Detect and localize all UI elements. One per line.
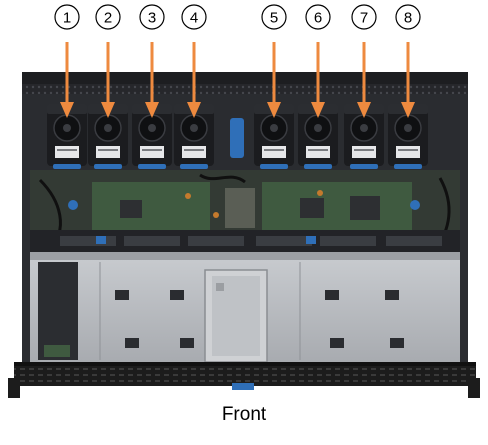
callout-circle (54, 4, 80, 30)
callout-number: 4 (190, 10, 198, 27)
callout-arrow-head (357, 102, 371, 118)
fan-callout-7: 7 (351, 4, 377, 118)
callout-number: 6 (314, 10, 322, 27)
callout-number: 7 (360, 10, 368, 27)
fan-module-1[interactable] (47, 104, 87, 169)
callout-arrow-head (60, 102, 74, 118)
front-caption: Front (221, 404, 267, 425)
drive-connectors (30, 230, 460, 252)
fan-module-4[interactable] (174, 104, 214, 169)
fan-callouts: 1 2 3 4 5 6 7 8 (54, 4, 421, 118)
callout-arrow-head (267, 102, 281, 118)
fan-bay-latch[interactable] (230, 118, 244, 158)
callout-arrow-head (311, 102, 325, 118)
drive-bays (30, 252, 460, 363)
callout-circle (95, 4, 121, 30)
callout-circle (261, 4, 287, 30)
fan-callout-8: 8 (395, 4, 421, 118)
callout-number: 2 (104, 10, 112, 27)
fan-callout-6: 6 (305, 4, 331, 118)
front-bezel (8, 362, 480, 398)
callout-circle (305, 4, 331, 30)
callout-circle (181, 4, 207, 30)
callout-number: 5 (270, 10, 278, 27)
callout-circle (351, 4, 377, 30)
fan-module-6[interactable] (298, 104, 338, 169)
callout-circle (395, 4, 421, 30)
callout-arrow-head (187, 102, 201, 118)
callout-number: 3 (148, 10, 156, 27)
fan-callout-2: 2 (95, 4, 121, 118)
fan-callout-4: 4 (181, 4, 207, 118)
fan-callout-3: 3 (139, 4, 165, 118)
fan-module-3[interactable] (132, 104, 172, 169)
fan-callout-5: 5 (261, 4, 287, 118)
callout-arrow-head (101, 102, 115, 118)
callout-arrow-head (401, 102, 415, 118)
callout-arrow-head (145, 102, 159, 118)
callout-circle (139, 4, 165, 30)
fan-module-7[interactable] (344, 104, 384, 169)
callout-number: 1 (63, 10, 71, 27)
callout-number: 8 (404, 10, 412, 27)
fan-callout-1: 1 (54, 4, 80, 118)
